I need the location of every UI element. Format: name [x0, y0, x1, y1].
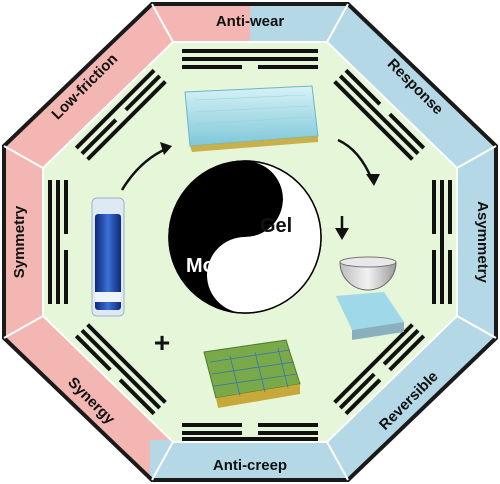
label-asymmetry: Asymmetry — [474, 201, 491, 283]
yin-yang-overlay — [168, 160, 322, 314]
trigram-left — [48, 180, 68, 304]
label-symmetry: Symmetry — [11, 205, 28, 278]
gel-sheet-image — [184, 85, 319, 152]
label-anti-creep: Anti-creep — [213, 457, 287, 474]
bottom-blue-band — [150, 440, 496, 480]
bottom-pink-band — [4, 440, 150, 480]
trigram-bottom-left — [74, 323, 167, 416]
trigram-top-right — [333, 68, 426, 161]
mos2-label: MoS — [186, 255, 228, 277]
mos2-subscript: 2 — [231, 265, 238, 280]
arrowheads — [160, 142, 380, 240]
gel-label: Gel — [260, 215, 292, 237]
label-anti-wear: Anti-wear — [216, 13, 285, 30]
vial-image — [91, 197, 125, 317]
spokes — [3, 3, 497, 481]
plus-sign: + — [154, 327, 170, 358]
trigram-top — [182, 49, 318, 69]
trigram-bottom-right — [333, 323, 426, 416]
mos2-crystal-image — [203, 339, 301, 408]
indenter-image — [336, 256, 404, 340]
trigram-right — [432, 180, 452, 304]
trigram-bottom — [182, 423, 318, 441]
trigram-top-left — [74, 68, 167, 161]
